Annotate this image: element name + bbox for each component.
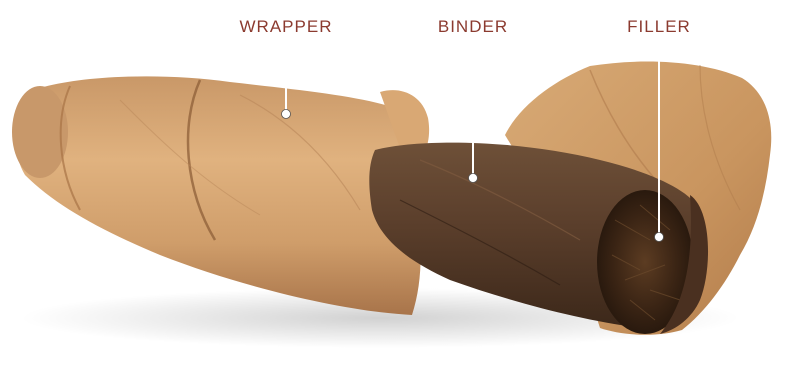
wrapper-leaf: [16, 76, 421, 315]
wrapper-label: WRAPPER: [240, 17, 333, 36]
binder-label: BINDER: [438, 17, 508, 36]
wrapper-cap: [12, 86, 68, 178]
filler-label: FILLER: [627, 17, 691, 36]
wrapper-callout-dot: [282, 110, 291, 119]
filler-callout-dot: [655, 233, 664, 242]
binder-callout-dot: [469, 174, 478, 183]
